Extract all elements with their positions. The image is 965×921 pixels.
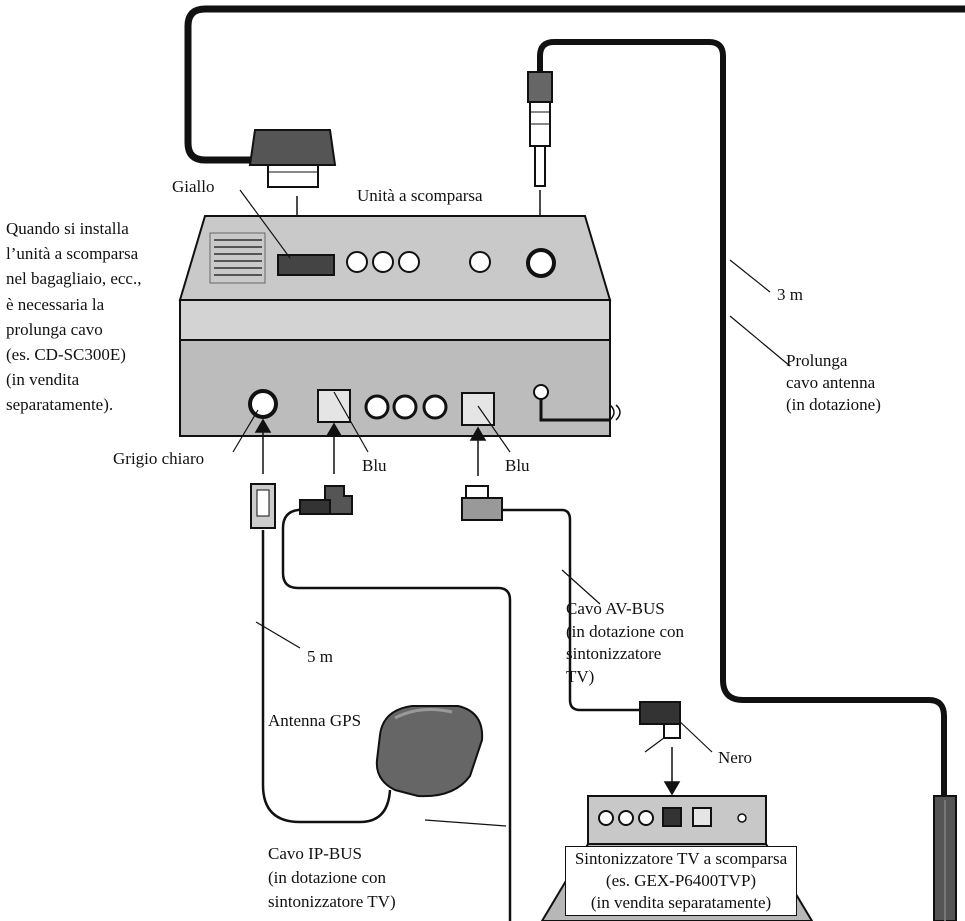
- antenna-extension-cable: [537, 39, 947, 800]
- tv-tuner-plug: [639, 701, 681, 739]
- label-av-bus-cable: Cavo AV-BUS (in dotazione con sintonizza…: [566, 599, 685, 686]
- gps-antenna: [375, 705, 484, 798]
- gps-plug: [250, 483, 276, 529]
- ip-bus-cable: [281, 503, 512, 921]
- ip-bus-plug: [299, 485, 353, 515]
- antenna-mast: [933, 795, 957, 921]
- label-blue-2: Blu: [505, 456, 530, 475]
- top-connector: [248, 129, 337, 188]
- top-cable: [184, 5, 965, 164]
- av-bus-cable: [498, 508, 640, 712]
- antenna-plug: [527, 71, 553, 187]
- gps-cable: [261, 530, 392, 824]
- label-3m: 3 m: [777, 285, 803, 304]
- label-antenna-extension: Prolunga cavo antenna (in dotazione): [786, 351, 881, 414]
- label-gps-antenna: Antenna GPS: [268, 711, 362, 730]
- av-bus-plug: [461, 485, 503, 521]
- label-installation-note: Quando si installa l’unità a scomparsa n…: [6, 219, 142, 415]
- hidden-unit: [178, 215, 621, 437]
- label-ip-bus-cable: Cavo IP-BUS (in dotazione con sintonizza…: [268, 844, 396, 911]
- tv-tuner-label: Sintonizzatore TV a scomparsa (es. GEX-P…: [565, 846, 797, 916]
- label-yellow: Giallo: [172, 177, 215, 196]
- label-light-gray: Grigio chiaro: [113, 449, 205, 468]
- label-5m: 5 m: [307, 647, 333, 666]
- insert-arrows-bottom: [254, 418, 681, 796]
- label-hidden-unit: Unità a scomparsa: [357, 186, 483, 205]
- label-blue-1: Blu: [362, 456, 387, 475]
- label-black: Nero: [718, 748, 752, 767]
